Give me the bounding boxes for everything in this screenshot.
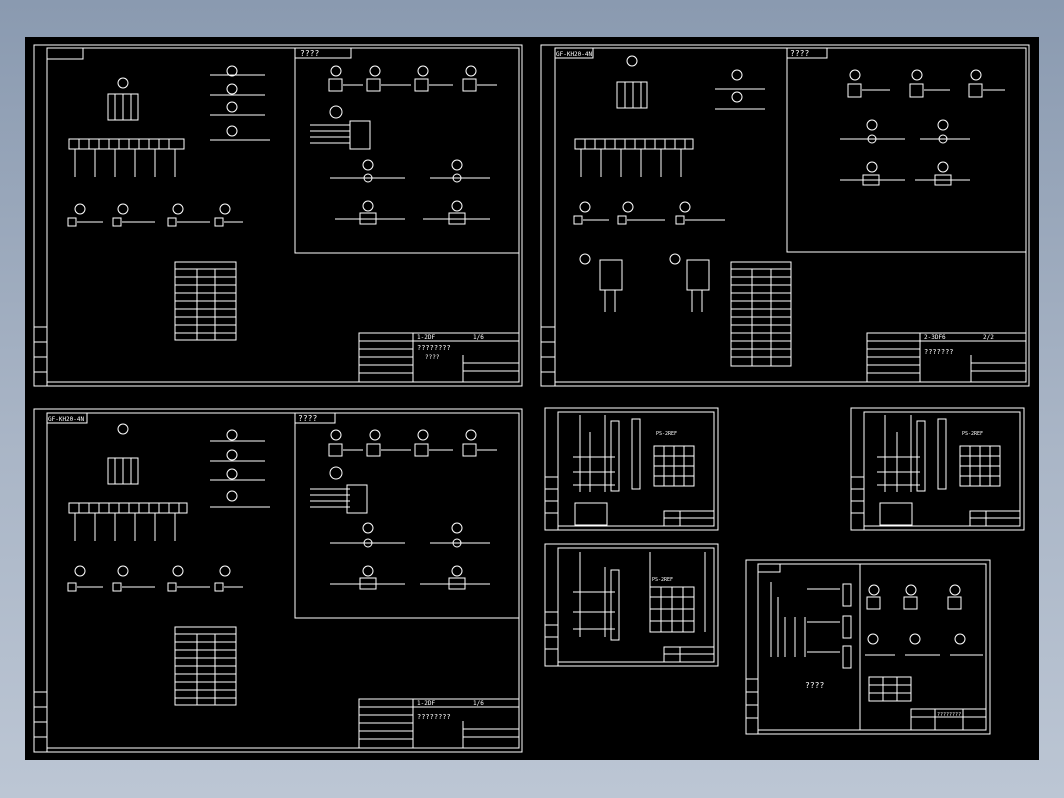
- title-block-sub: ????: [425, 354, 440, 361]
- title-block-main: ????????: [937, 712, 961, 718]
- drawing-canvas[interactable]: ????: [25, 37, 1039, 760]
- plc-label: PS-2REF: [652, 577, 673, 583]
- title-block-code: 1-2DF: [417, 700, 435, 707]
- sheet-header: GF-KH20-4N: [48, 416, 85, 423]
- panel-header: ????: [790, 49, 809, 58]
- title-block-main: ????????: [417, 344, 451, 352]
- panel-header: ????: [298, 414, 317, 423]
- sheet-bottom-right[interactable]: ???? ????????: [745, 559, 991, 735]
- title-block-main: ???????: [924, 348, 954, 356]
- drawing-sheets: ????: [33, 44, 1030, 753]
- panel-header: ????: [300, 49, 319, 58]
- title-block-code: 2-3DF6: [924, 334, 946, 341]
- plc-label: PS-2REF: [962, 431, 983, 437]
- sheet-top-left[interactable]: ????: [33, 44, 523, 387]
- title-block-main: ????????: [417, 713, 451, 721]
- title-block-corner: 1/6: [473, 334, 484, 341]
- small-sheet-2[interactable]: PS-2REF: [850, 407, 1025, 531]
- center-caption: ????: [805, 681, 824, 690]
- sheet-bottom-left[interactable]: GF-KH20-4N ????: [33, 408, 523, 753]
- small-sheet-3[interactable]: PS-2REF: [544, 543, 719, 667]
- sheet-header: GF-KH20-4N: [556, 51, 593, 58]
- title-block-code: 1-2DF: [417, 334, 435, 341]
- sheet-top-right[interactable]: GF-KH20-4N ????: [540, 44, 1030, 387]
- title-block-corner: 1/6: [473, 700, 484, 707]
- title-block-corner: 2/2: [983, 334, 994, 341]
- small-sheet-1[interactable]: PS-2REF: [544, 407, 719, 531]
- plc-label: PS-2REF: [656, 431, 677, 437]
